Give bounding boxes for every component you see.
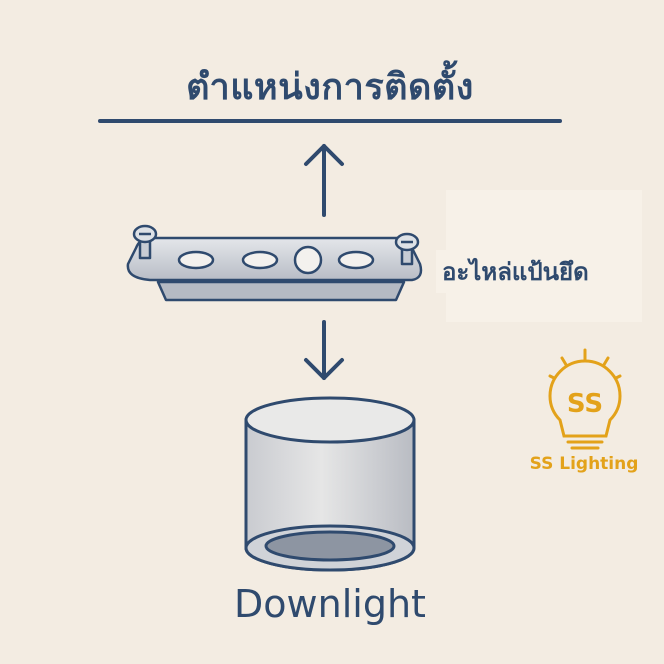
arrow-down-icon (304, 320, 344, 380)
arrow-up-icon (304, 144, 344, 217)
downlight-label: Downlight (234, 582, 426, 626)
brand-name: SS Lighting (529, 454, 639, 474)
page-title: ตำแหน่งการติดตั้ง (186, 67, 474, 108)
downlight-cylinder-icon (244, 396, 416, 572)
bracket-label: อะไหล่แป้นยึด (436, 250, 595, 293)
logo-monogram: SS (567, 389, 603, 419)
mounting-bracket-icon (126, 224, 423, 302)
lightbulb-logo-icon: SS (548, 348, 622, 450)
